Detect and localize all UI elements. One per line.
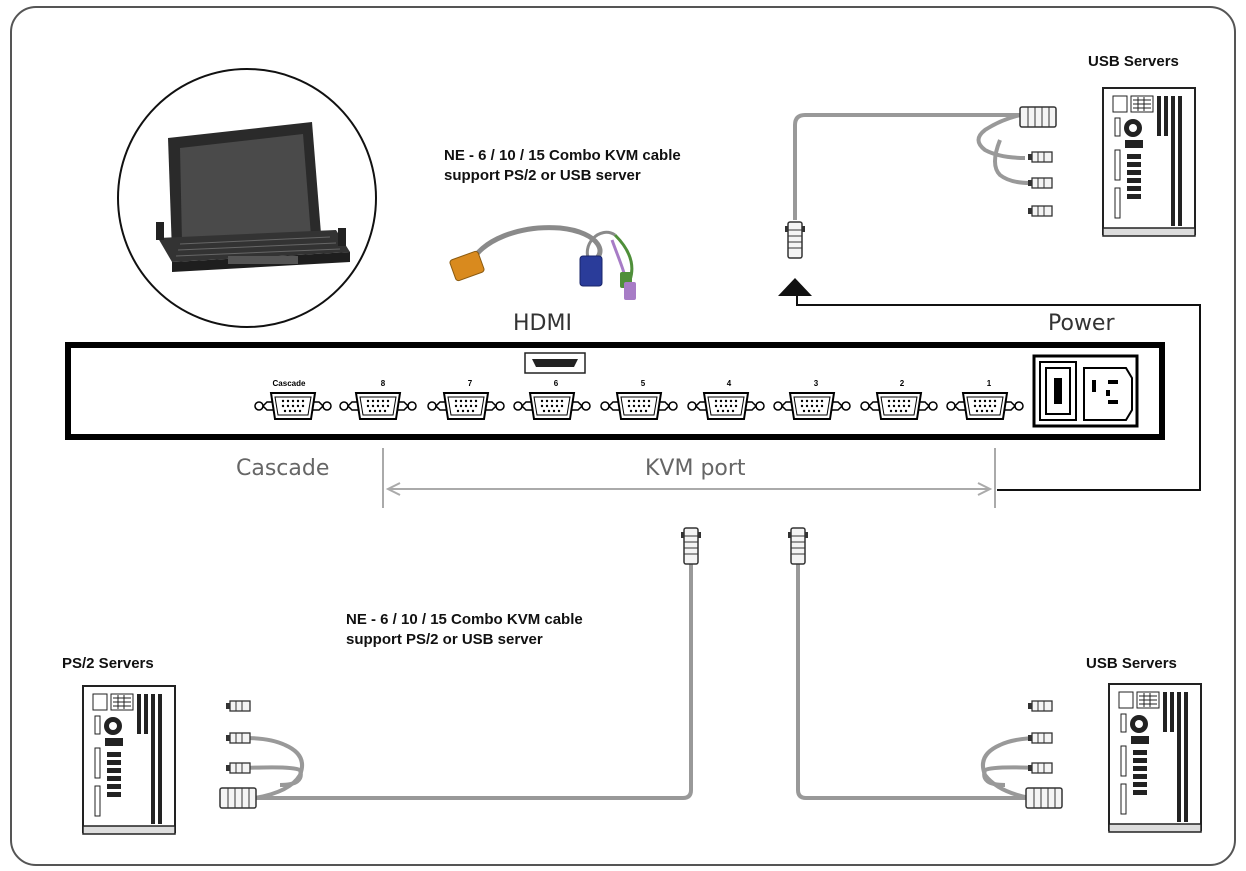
usb-servers-bottom-label: USB Servers (1086, 655, 1177, 672)
bottom-cables (244, 555, 1041, 800)
vga-connector-icon (787, 527, 809, 565)
vga-connector-icon (680, 527, 702, 565)
usb-server-bottom-icon (1108, 683, 1202, 833)
power-route-line (796, 296, 1201, 491)
cable-top-line2: support PS/2 or USB server (444, 167, 641, 184)
vga-connector-icon (219, 787, 257, 809)
port-label-8: 8 (381, 379, 386, 388)
ps2-connector-icon (225, 762, 251, 774)
vga-connector-icon (1025, 787, 1063, 809)
cable-top-caption: NE - 6 / 10 / 15 Combo KVM cable support… (444, 146, 681, 186)
cable-bottom-line1: NE - 6 / 10 / 15 Combo KVM cable (346, 611, 583, 628)
top-server-cable (793, 113, 1031, 220)
power-module (1032, 354, 1139, 428)
arrow-up-icon (778, 278, 812, 296)
usb-server-top-icon (1102, 87, 1196, 237)
ps2-server-icon (82, 685, 176, 835)
rackmount-lcd-console-icon (117, 68, 377, 328)
kvm-port-label: KVM port (645, 456, 746, 481)
cascade-label: Cascade (236, 456, 330, 481)
usb-connector-icon (1027, 700, 1053, 712)
ps2-connector-icon (225, 700, 251, 712)
cable-bottom-line2: support PS/2 or USB server (346, 631, 543, 648)
kvm-back-panel (65, 342, 1165, 440)
ps2-servers-label: PS/2 Servers (62, 655, 154, 672)
vga-connector-icon (784, 221, 806, 259)
combo-kvm-cable-icon (449, 225, 636, 300)
hdmi-port-icon (524, 352, 586, 374)
port-label-2: 2 (900, 379, 905, 388)
usb-connector-icon (1027, 177, 1053, 189)
port-label-6: 6 (554, 379, 559, 388)
kvm-port-range-bracket (382, 448, 996, 508)
usb-connector-icon (1027, 732, 1053, 744)
diagram-frame (10, 6, 1236, 866)
port-label-5: 5 (641, 379, 646, 388)
cable-top-line1: NE - 6 / 10 / 15 Combo KVM cable (444, 147, 681, 164)
usb-connector-icon (1027, 151, 1053, 163)
cable-bottom-caption: NE - 6 / 10 / 15 Combo KVM cable support… (346, 610, 583, 650)
port-label-7: 7 (468, 379, 473, 388)
ps2-connector-icon (225, 732, 251, 744)
port-label-3: 3 (814, 379, 819, 388)
usb-connector-icon (1027, 762, 1053, 774)
hdmi-label: HDMI (513, 311, 572, 336)
port-label-4: 4 (727, 379, 732, 388)
port-label-cascade: Cascade (273, 379, 306, 388)
vga-connector-icon (1019, 106, 1057, 128)
usb-connector-icon (1027, 205, 1053, 217)
port-label-1: 1 (987, 379, 992, 388)
power-label: Power (1048, 311, 1115, 336)
usb-servers-top-label: USB Servers (1088, 53, 1179, 70)
